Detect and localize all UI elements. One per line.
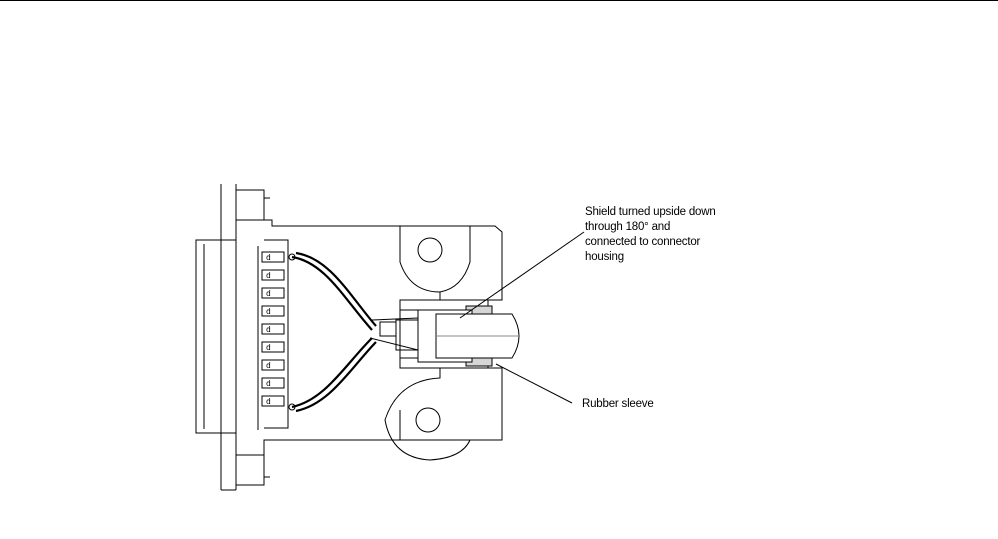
rubber-sleeve-callout: Rubber sleeve bbox=[582, 397, 654, 412]
svg-text:d: d bbox=[266, 253, 271, 262]
mounting-flange bbox=[221, 184, 270, 490]
svg-text:d: d bbox=[266, 289, 271, 298]
lower-screw-lobe bbox=[385, 368, 470, 460]
signal-wires bbox=[292, 253, 376, 411]
svg-text:d: d bbox=[266, 307, 271, 316]
shield-leader-line bbox=[460, 232, 584, 318]
dsub-front-shell bbox=[196, 240, 236, 433]
svg-text:d: d bbox=[266, 343, 271, 352]
shield-callout-line-2: through 180° and bbox=[585, 220, 716, 235]
shield-callout-line-1: Shield turned upside down bbox=[585, 205, 716, 220]
svg-text:d: d bbox=[266, 271, 271, 280]
upper-screw-hole bbox=[418, 238, 442, 262]
rubber-sleeve-label: Rubber sleeve bbox=[582, 397, 654, 412]
lower-screw-hole bbox=[416, 408, 440, 432]
shield-callout: Shield turned upside down through 180° a… bbox=[585, 205, 716, 265]
svg-text:d: d bbox=[266, 325, 271, 334]
shield-callout-line-4: housing bbox=[585, 250, 716, 265]
cable-assembly bbox=[370, 306, 520, 366]
contact-pins: dd dd dd dd d bbox=[262, 252, 295, 410]
upper-screw-lobe bbox=[400, 226, 440, 300]
svg-text:d: d bbox=[266, 397, 271, 406]
svg-text:d: d bbox=[266, 361, 271, 370]
svg-text:d: d bbox=[266, 379, 271, 388]
sleeve-leader-line bbox=[496, 364, 572, 403]
shield-callout-line-3: connected to connector bbox=[585, 235, 716, 250]
